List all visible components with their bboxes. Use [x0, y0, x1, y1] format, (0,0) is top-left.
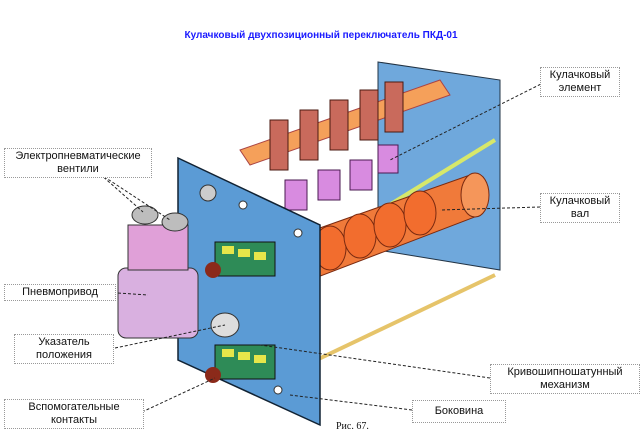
label-crank: Кривошипношатунный механизм — [490, 364, 640, 394]
label-cam-shaft: Кулачковый вал — [540, 193, 620, 223]
terminal-block-upper — [205, 241, 276, 278]
leader-lines — [99, 81, 546, 413]
diagram-title: Кулачковый двухпозиционный переключатель… — [184, 30, 458, 41]
label-valves: Электропневматические вентили — [4, 148, 152, 178]
label-aux-contacts: Вспомогательные контакты — [4, 399, 144, 429]
valves — [127, 224, 189, 271]
label-side: Боковина — [412, 400, 506, 423]
label-cam-element: Кулачковый элемент — [540, 67, 620, 97]
cam-elements — [269, 81, 404, 171]
label-indicator: Указатель положения — [14, 334, 114, 364]
pneumatic-drive — [117, 267, 199, 339]
label-pneumo: Пневмопривод — [4, 284, 116, 301]
figure-caption: Рис. 67. — [336, 421, 369, 432]
terminal-block-lower — [205, 344, 276, 383]
